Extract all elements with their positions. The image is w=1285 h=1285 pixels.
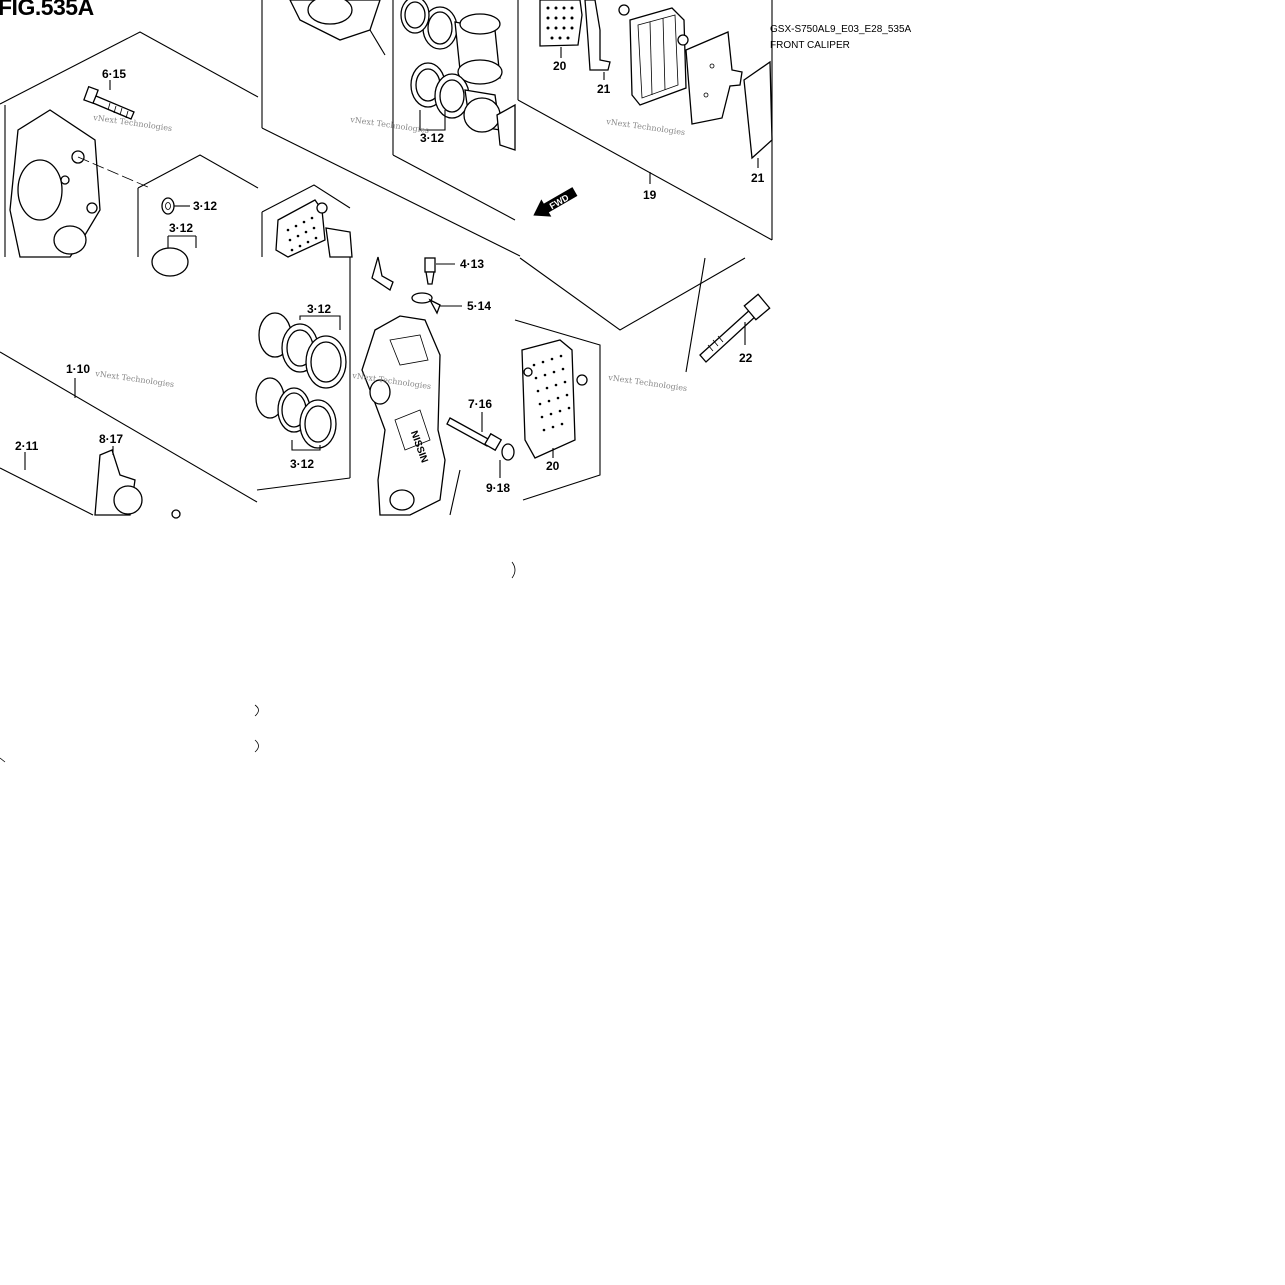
- callout-3-12: 3·12: [307, 302, 331, 316]
- callout-9-18: 9·18: [486, 481, 510, 495]
- callout-1-10: 1·10: [66, 362, 90, 376]
- callout-21: 21: [751, 171, 765, 185]
- bolt-6-15: [83, 85, 135, 120]
- callout-20: 20: [553, 59, 567, 73]
- callout-19: 19: [643, 188, 657, 202]
- figure-caption: GSX-S750AL9_E03_E28_535A FRONT CALIPER: [770, 22, 911, 54]
- callout-5-14: 5·14: [467, 299, 491, 313]
- watermark-2: vNext Technologies: [349, 115, 430, 135]
- fwd-arrow: FWD: [533, 187, 578, 217]
- middle-panels: NISSIN: [0, 184, 771, 763]
- callout-6-15: 6·15: [102, 67, 126, 81]
- callout-22: 22: [739, 351, 753, 365]
- callout-labels: 6·15 3·12 3·12 3·12 20 21 21 19 4·13 5·1…: [15, 59, 765, 495]
- callout-20: 20: [546, 459, 560, 473]
- watermark-4: vNext Technologies: [94, 369, 175, 389]
- callout-7-16: 7·16: [468, 397, 492, 411]
- callout-3-12: 3·12: [290, 457, 314, 471]
- model-code: GSX-S750AL9_E03_E28_535A: [770, 24, 912, 35]
- pad-panel-top: [517, 0, 773, 241]
- callout-3-12: 3·12: [169, 221, 193, 235]
- callout-3-12: 3·12: [193, 199, 217, 213]
- watermark-6: vNext Technologies: [607, 373, 688, 393]
- callout-2-11: 2·11: [15, 439, 39, 453]
- callout-4-13: 4·13: [460, 257, 484, 271]
- section-name: FRONT CALIPER: [770, 40, 850, 51]
- watermark-3: vNext Technologies: [605, 117, 686, 137]
- callout-21: 21: [597, 82, 611, 96]
- figure-title: FIG.535A: [0, 0, 94, 20]
- bracket-panel: [0, 31, 259, 277]
- callout-8-17: 8·17: [99, 432, 123, 446]
- piston-panel-top: [261, 0, 521, 257]
- callout-3-12: 3·12: [420, 131, 444, 145]
